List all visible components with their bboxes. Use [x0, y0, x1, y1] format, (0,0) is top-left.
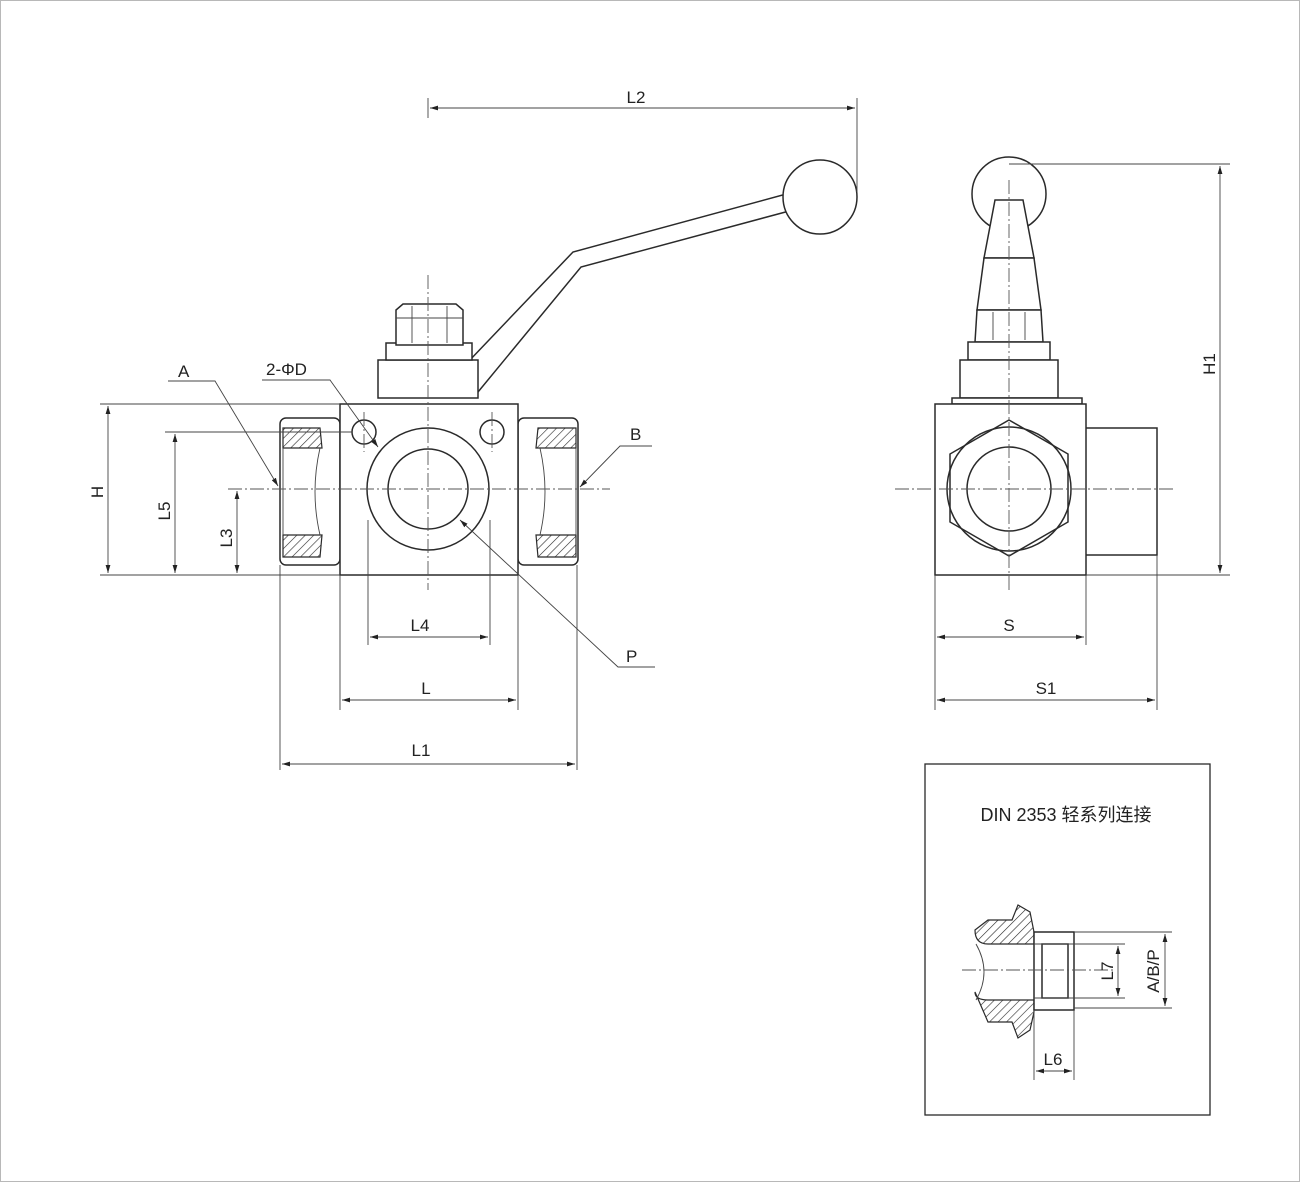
label-mount-holes: 2-ΦD: [266, 360, 307, 379]
leader-lines: [168, 379, 655, 668]
dim-l1-label: L1: [412, 741, 431, 760]
label-port-p: P: [626, 647, 637, 666]
label-port-a: A: [178, 362, 190, 381]
dimension-lines: [105, 105, 855, 767]
extension-lines: [100, 98, 858, 770]
dim-l3-label: L3: [217, 529, 236, 548]
dim-l7-label: L7: [1098, 962, 1117, 981]
dim-l5-label: L5: [155, 502, 174, 521]
dim-h-label: H: [88, 486, 107, 498]
label-port-b: B: [630, 425, 641, 444]
fitting-left: [279, 417, 341, 566]
dim-l6-label: L6: [1044, 1050, 1063, 1069]
detail-title: DIN 2353 轻系列连接: [980, 805, 1151, 825]
side-view: H1 S S1: [895, 156, 1230, 710]
dim-l4-label: L4: [411, 616, 430, 635]
dim-abp-label: A/B/P: [1144, 949, 1163, 992]
dim-l2-label: L2: [627, 88, 646, 107]
front-view: A 2-ΦD B P H L5 L3 L4 L L1 L2: [88, 88, 858, 770]
dim-h1-label: H1: [1200, 353, 1219, 375]
handle-lever: [467, 159, 858, 393]
dim-s-label: S: [1003, 616, 1014, 635]
dim-s1-label: S1: [1036, 679, 1057, 698]
connection-detail: DIN 2353 轻系列连接 L7 A/B/P L6: [924, 763, 1211, 1116]
dim-l-label: L: [421, 679, 430, 698]
side-body: [934, 403, 1087, 576]
fitting-right: [517, 417, 579, 566]
